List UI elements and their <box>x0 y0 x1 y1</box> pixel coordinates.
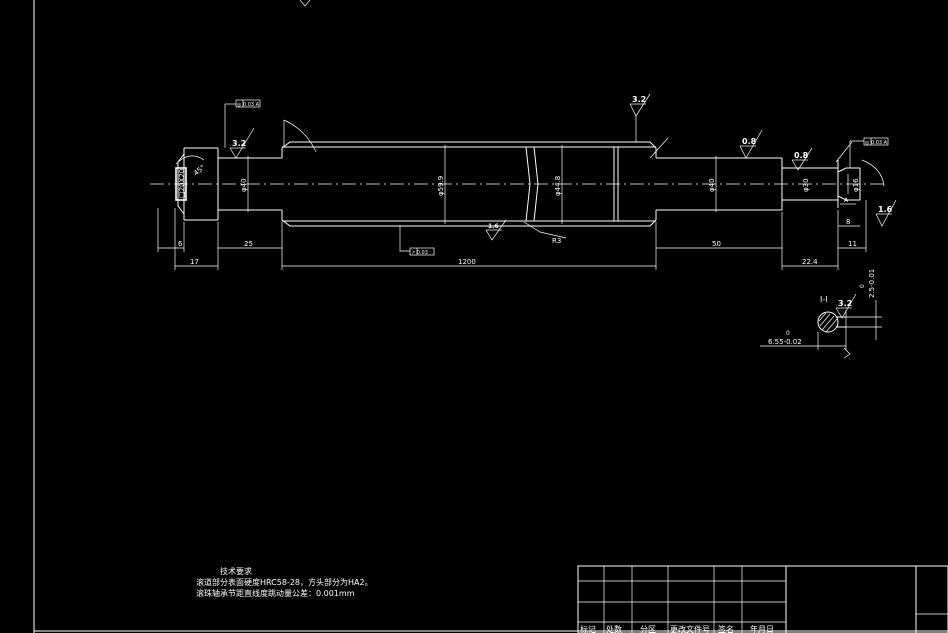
section-roughness: 3.2 <box>835 293 857 319</box>
roughness-mid-value: 1.6 <box>488 223 499 230</box>
gdt-frames: ◎ 0.03 A ↗ 0.03 ◎ 0.03 A A <box>224 99 889 256</box>
tb-header-1: 处数 <box>606 624 622 633</box>
dim-dia-40-left: φ40 <box>240 178 248 192</box>
section-dim-2-5: 2.5-0.01 <box>868 269 876 298</box>
gdt-right-text: ◎ 0.03 A <box>865 140 888 146</box>
roughness-left: 3.2 <box>229 127 255 159</box>
dim-25: 25 <box>244 240 253 248</box>
dim-dia-16: φ16 <box>852 178 860 192</box>
roughness-top: 3.2 <box>629 93 651 142</box>
roughness-right-b-value: 0.8 <box>794 151 809 160</box>
dim-50: 50 <box>712 240 721 248</box>
title-block: 标记 处数 分区 更改文件号 签名 年月日 <box>577 565 948 633</box>
gdt-left: ◎ 0.03 A <box>224 99 261 148</box>
dim-6: 6 <box>178 240 183 248</box>
roughness-symbols: 3.2 3.2 0.8 0.8 1.6 1.6 <box>229 93 897 241</box>
dim-square-head: □20X20 <box>178 169 186 198</box>
roughness-right-a-value: 0.8 <box>742 137 757 146</box>
section-dim-0-a: 0 <box>786 330 790 337</box>
section-view: I-I 3.2 6.55-0.02 0 2.5-0.01 0 <box>760 269 882 359</box>
gdt-bottom: ↗ 0.03 <box>399 226 435 256</box>
chamfer-annotations <box>175 119 885 239</box>
roughness-right-b: 0.8 <box>791 147 813 171</box>
section-label: I-I <box>820 295 828 304</box>
tb-header-4: 签名 <box>718 624 734 633</box>
dim-11: 11 <box>848 240 857 248</box>
roughness-top-value: 3.2 <box>632 95 646 104</box>
datum-label: A <box>844 197 849 204</box>
section-dim-0-b: 0 <box>859 284 866 288</box>
technical-requirements: 技术要求 滚道部分表面硬度HRC58-28，方头部分为HA2。 滚珠轴承节距直线… <box>196 566 373 599</box>
tb-header-2: 分区 <box>640 625 656 633</box>
section-hatch <box>818 312 838 333</box>
dim-dia-30: φ30 <box>802 178 810 192</box>
dim-dia-44-8: φ44.8 <box>554 176 562 196</box>
notes-line-1: 滚道部分表面硬度HRC58-28，方头部分为HA2。 <box>196 578 373 587</box>
section-roughness-value: 3.2 <box>838 299 852 308</box>
drawing-frame <box>33 0 948 633</box>
dimension-texts: 6 17 25 1200 50 22.4 11 8 φ40 φ59.9 φ44.… <box>178 163 860 266</box>
roughness-right-a: 0.8 <box>739 129 763 159</box>
roughness-end-value: 1.6 <box>878 205 893 214</box>
roughness-left-value: 3.2 <box>232 139 246 148</box>
gdt-right: ◎ 0.03 A <box>849 137 889 168</box>
dimension-lines <box>157 200 867 270</box>
shaft-outline <box>150 141 885 227</box>
dim-1200: 1200 <box>458 258 476 266</box>
dim-r3: R3 <box>552 237 561 245</box>
gdt-left-text: ◎ 0.03 A <box>237 102 260 108</box>
dim-22-4: 22.4 <box>802 258 818 266</box>
gdt-bottom-text: ↗ 0.03 <box>411 250 428 256</box>
roughness-end: 1.6 <box>875 199 897 227</box>
notes-line-2: 滚珠轴承节距直线度跳动量公差：0.001mm <box>196 589 355 598</box>
dim-8: 8 <box>846 218 850 226</box>
section-dim-6-55: 6.55-0.02 <box>768 338 802 346</box>
dim-17: 17 <box>190 258 199 266</box>
tb-header-3: 更改文件号 <box>670 624 710 633</box>
dim-angle-45: 45° <box>192 163 207 177</box>
datum-marker: A <box>840 197 856 205</box>
notes-title: 技术要求 <box>220 567 252 576</box>
tb-header-5: 年月日 <box>750 624 774 633</box>
dim-dia-59-9: φ59.9 <box>437 176 445 196</box>
tb-header-0: 标记 <box>580 624 596 633</box>
dim-dia-40-right: φ40 <box>708 178 716 192</box>
roughness-mid: 1.6 <box>485 219 507 241</box>
